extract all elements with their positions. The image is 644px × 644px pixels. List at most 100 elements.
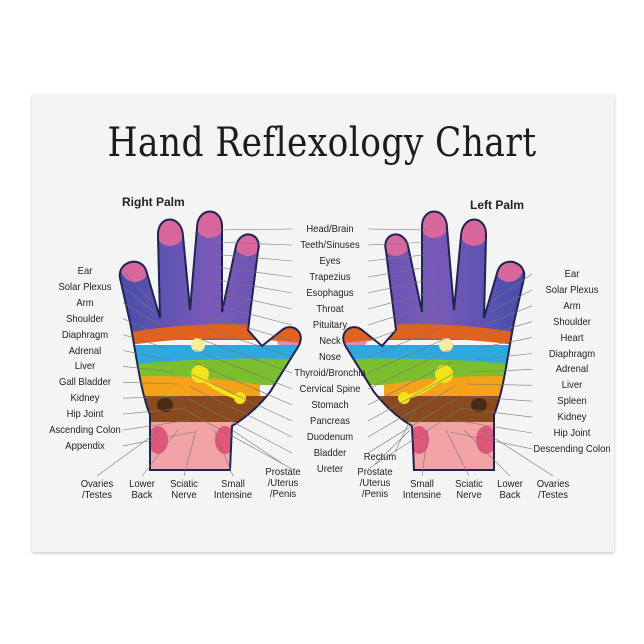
leader-line <box>141 429 179 477</box>
center-label: Pancreas <box>310 415 350 427</box>
leader-line <box>367 373 454 422</box>
right-side-label: Diaphragm <box>61 328 109 341</box>
leader-lines <box>96 228 554 477</box>
leader-line <box>421 429 429 477</box>
rectum-label: Rectum <box>363 451 397 463</box>
leader-line <box>212 241 293 246</box>
left-side-label: Ear <box>564 268 580 280</box>
leader-line <box>196 337 293 374</box>
leader-line <box>188 385 293 438</box>
leader-line <box>122 350 171 361</box>
leader-line <box>96 429 161 477</box>
right-bottom-label: Lower <box>129 478 155 490</box>
leader-line <box>183 429 197 477</box>
leader-line <box>367 337 448 374</box>
center-label: Cervical Spine <box>299 383 361 395</box>
center-label: Throat <box>316 303 344 315</box>
right-bottom-label: Prostate <box>265 466 301 478</box>
leader-line <box>122 334 167 349</box>
left-side-label: Heart <box>560 331 584 344</box>
center-label: Head/Brain <box>306 223 354 235</box>
right-side-label: Adrenal <box>68 344 102 357</box>
leader-line <box>122 302 159 325</box>
leader-line <box>367 313 444 342</box>
leader-line <box>465 383 533 386</box>
leader-line <box>374 429 411 465</box>
leader-line <box>194 349 293 390</box>
right-bottom-label: Sciatic <box>170 478 198 490</box>
leader-line <box>122 395 183 399</box>
right-bottom-label: Intensine <box>213 489 253 501</box>
leader-line <box>473 353 533 361</box>
leader-line <box>469 369 533 373</box>
leader-line <box>457 407 533 418</box>
leader-line <box>481 321 533 337</box>
right-bottom-label: Small <box>221 478 245 490</box>
left-side-label: Liver <box>561 379 583 392</box>
center-label: Pituitary <box>312 319 348 331</box>
leader-line <box>367 409 460 470</box>
leader-line <box>461 395 533 402</box>
center-label: Neck <box>319 335 341 347</box>
center-label: Thyroid/Bronchia <box>294 367 366 379</box>
leader-line <box>210 253 293 262</box>
center-label: Teeth/Sinuses <box>300 239 360 251</box>
leader-line <box>485 305 533 325</box>
leader-line <box>449 431 533 450</box>
leader-line <box>367 397 458 454</box>
right-side-label: Gall Bladder <box>58 376 112 389</box>
chart-title: Hand Reflexology Chart <box>107 120 537 166</box>
right-side-label: Shoulder <box>66 312 104 325</box>
leader-line <box>122 366 175 373</box>
center-label: Ureter <box>316 463 344 475</box>
leader-line <box>445 429 470 477</box>
left-side-label: Descending Colon <box>533 442 611 455</box>
leader-line <box>481 429 554 477</box>
leader-line <box>367 301 442 326</box>
leader-line <box>367 277 438 294</box>
leader-line <box>367 325 446 358</box>
right-side-label: Hip Joint <box>66 408 104 421</box>
right-palm-heading: Right Palm <box>122 195 185 209</box>
leader-line <box>208 265 293 278</box>
center-label: Duodenum <box>306 431 354 443</box>
right-side-label: Kidney <box>70 392 100 405</box>
leader-line <box>202 301 293 326</box>
left-side-label: Kidney <box>557 411 587 424</box>
left-bottom-label: /Uterus <box>359 477 391 489</box>
right-bottom-label: /Testes <box>82 489 112 501</box>
left-side-label: Solar Plexus <box>545 283 599 296</box>
left-bottom-label: Nerve <box>456 489 482 501</box>
center-label: Bladder <box>313 447 347 459</box>
left-bottom-label: Lower <box>497 478 523 490</box>
left-bottom-label: /Penis <box>361 488 389 500</box>
leader-line <box>367 253 434 262</box>
center-label: Trapezius <box>309 271 351 283</box>
left-side-label: Adrenal <box>555 363 589 376</box>
leader-line <box>192 361 293 406</box>
right-side-label: Solar Plexus <box>58 280 112 293</box>
leader-line <box>122 419 191 431</box>
left-bottom-label: Sciatic <box>455 478 483 490</box>
center-label: Nose <box>318 351 342 363</box>
right-side-label: Appendix <box>65 439 105 452</box>
leader-line <box>198 325 293 358</box>
leader-line <box>122 382 179 385</box>
leader-line <box>122 270 151 301</box>
center-label: Esophagus <box>306 287 354 299</box>
left-bottom-label: Prostate <box>357 466 393 478</box>
right-bottom-label: Nerve <box>171 489 197 501</box>
leader-line <box>367 241 432 246</box>
leader-line <box>122 318 163 337</box>
leader-line <box>367 349 450 390</box>
left-bottom-label: /Testes <box>538 489 568 501</box>
leader-line <box>190 373 293 422</box>
leader-line <box>206 277 293 294</box>
leader-line <box>122 286 155 313</box>
leader-line <box>122 431 195 447</box>
left-side-label: Diaphragm <box>548 347 596 360</box>
left-bottom-label: Intensine <box>402 489 442 501</box>
right-side-label: Ear <box>77 265 93 277</box>
right-side-label: Ascending Colon <box>49 424 121 436</box>
leader-line <box>200 313 293 342</box>
